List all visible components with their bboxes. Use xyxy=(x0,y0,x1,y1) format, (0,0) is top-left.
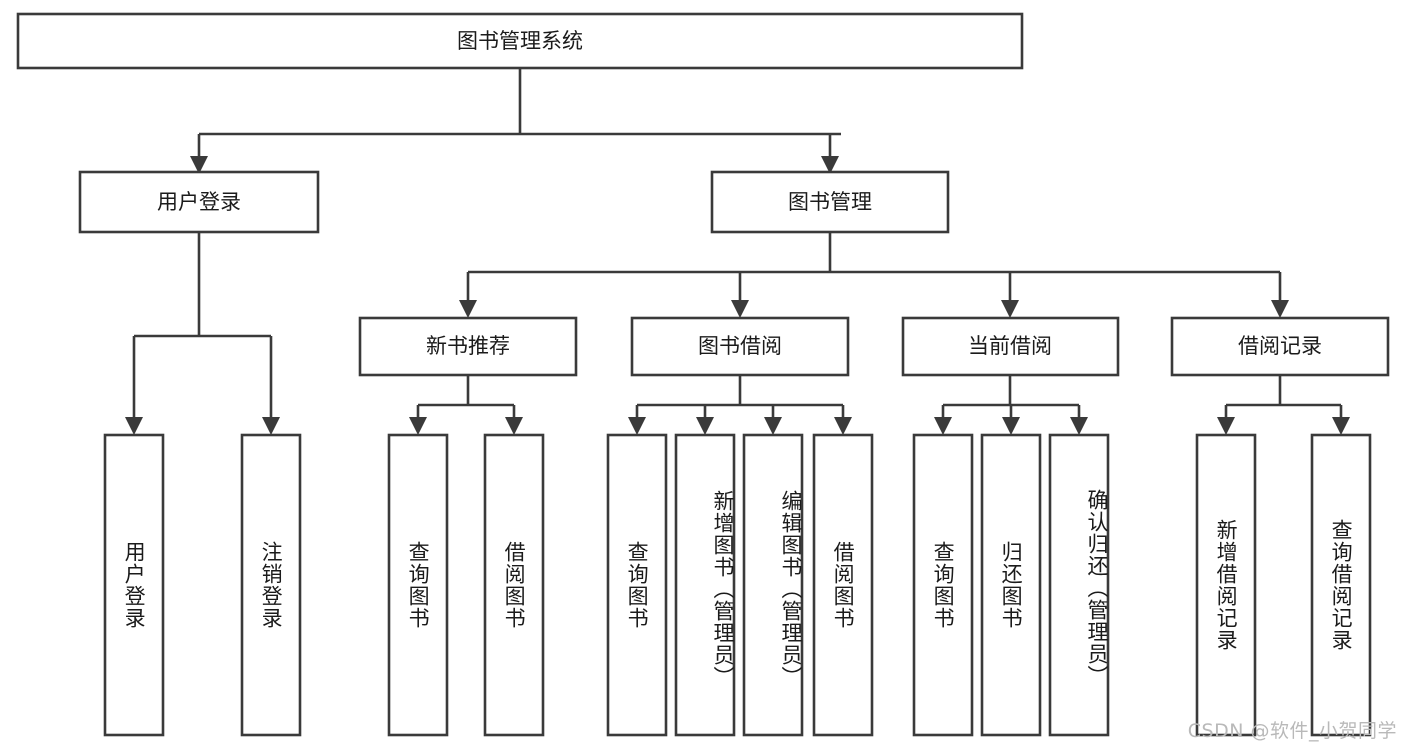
leaf-box-return-book[interactable] xyxy=(980,433,1042,737)
leaf-box-logout[interactable] xyxy=(240,433,302,737)
connector-bookmgmt-to-level3 xyxy=(459,232,1289,318)
node-book-borrow-label: 图书借阅 xyxy=(698,334,782,358)
csdn-watermark: CSDN @软件_小贺同学 xyxy=(1187,720,1397,742)
connector-current-to-leaves xyxy=(934,375,1088,435)
node-borrow-record-label: 借阅记录 xyxy=(1238,334,1322,358)
leaf-box-query-book-3[interactable] xyxy=(912,433,974,737)
connector-newbook-to-leaves xyxy=(409,375,523,435)
leaf-box-borrow-book-1[interactable] xyxy=(483,433,545,737)
leaf-box-query-book-1[interactable] xyxy=(387,433,449,737)
leaf-box-confirm-return[interactable] xyxy=(1048,433,1110,737)
leaf-box-edit-book[interactable] xyxy=(742,433,804,737)
node-book-management[interactable]: 图书管理 xyxy=(710,170,950,234)
leaf-box-user-login[interactable] xyxy=(103,433,165,737)
node-user-login[interactable]: 用户登录 xyxy=(78,170,320,234)
node-root-label: 图书管理系统 xyxy=(457,29,583,53)
leaf-box-query-record[interactable] xyxy=(1310,433,1372,737)
connector-record-to-leaves xyxy=(1217,375,1350,435)
node-current-borrow-label: 当前借阅 xyxy=(968,334,1052,358)
node-book-borrow[interactable]: 图书借阅 xyxy=(630,316,850,377)
leaf-box-add-record[interactable] xyxy=(1195,433,1257,737)
leaf-box-query-book-2[interactable] xyxy=(606,433,668,737)
node-book-management-label: 图书管理 xyxy=(788,190,872,214)
connector-borrow-to-leaves xyxy=(628,375,852,435)
leaf-box-borrow-book-2[interactable] xyxy=(812,433,874,737)
node-borrow-record[interactable]: 借阅记录 xyxy=(1170,316,1390,377)
node-new-book-recommend[interactable]: 新书推荐 xyxy=(358,316,578,377)
node-new-book-recommend-label: 新书推荐 xyxy=(426,334,510,358)
node-user-login-label: 用户登录 xyxy=(157,190,241,214)
node-root[interactable]: 图书管理系统 xyxy=(16,12,1024,70)
leaf-box-add-book[interactable] xyxy=(674,433,736,737)
connector-root-to-level2 xyxy=(190,68,841,174)
node-current-borrow[interactable]: 当前借阅 xyxy=(901,316,1120,377)
connector-userlogin-to-leaves xyxy=(125,232,280,435)
